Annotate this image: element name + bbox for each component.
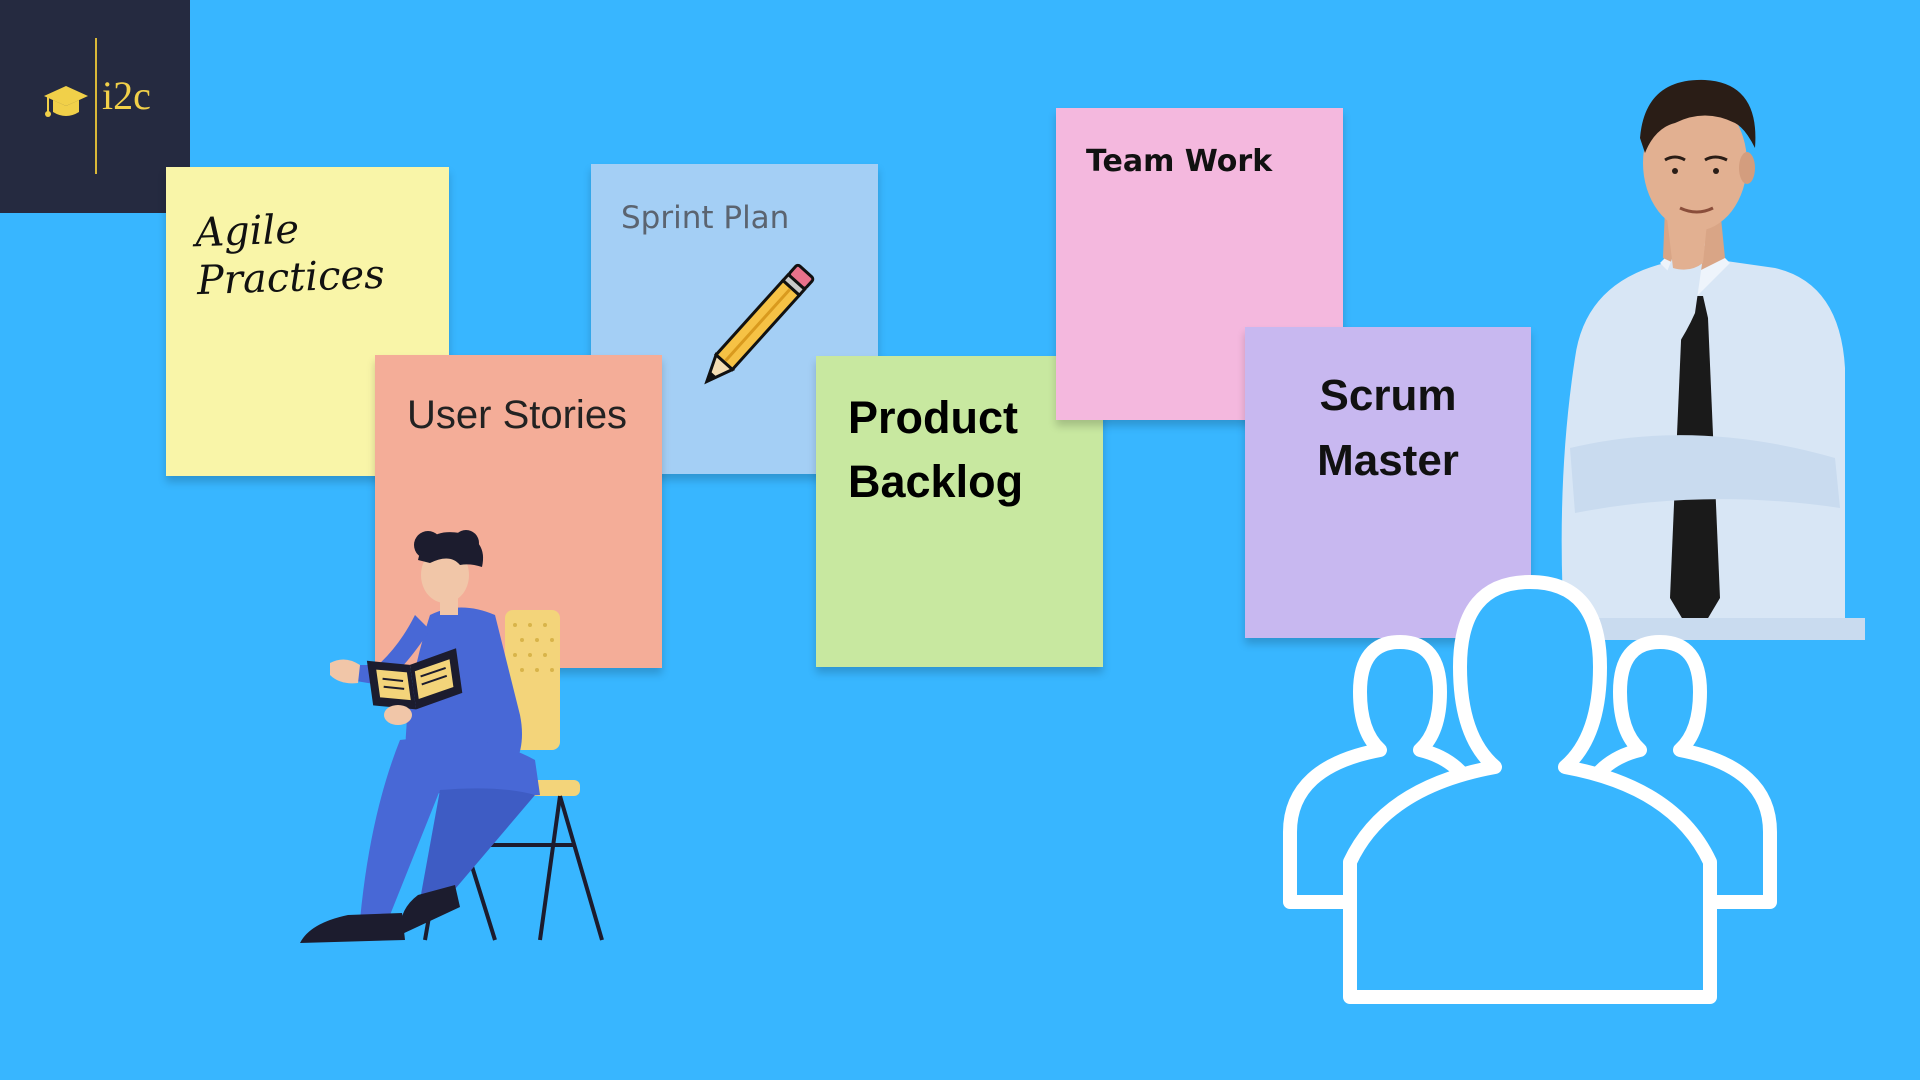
note-line: Scrum	[1319, 371, 1457, 420]
i2c-logo: i2c	[0, 0, 190, 213]
user-group-icon	[1283, 575, 1777, 1004]
logo-divider	[95, 38, 97, 174]
pencil-icon	[704, 263, 815, 385]
note-label: Scrum Master	[1245, 363, 1531, 493]
note-line: Product	[848, 392, 1019, 443]
note-label: Agile Practices	[194, 201, 437, 305]
note-label: Sprint Plan	[621, 200, 790, 236]
sticky-note-product-backlog: Product Backlog	[816, 356, 1103, 667]
note-label: User Stories	[407, 393, 628, 437]
graduation-cap-icon	[44, 86, 88, 117]
sticky-note-scrum-master: Scrum Master	[1245, 327, 1531, 638]
logo-brand-text: i2c	[102, 73, 151, 118]
note-line: Agile	[194, 206, 300, 257]
note-label: Team Work	[1086, 144, 1273, 179]
note-label: Product Backlog	[848, 386, 1023, 514]
thinking-man-illustration	[1545, 79, 1865, 640]
note-line: Backlog	[848, 456, 1024, 507]
note-line: Master	[1317, 436, 1459, 485]
note-line: Practices	[196, 251, 386, 305]
person-reading-illustration	[300, 530, 604, 943]
